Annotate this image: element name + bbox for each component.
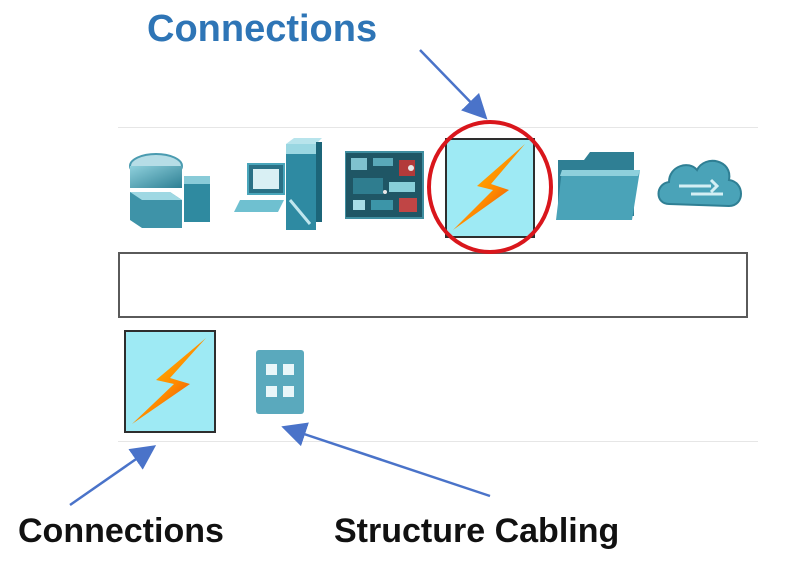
components-icon[interactable] <box>344 148 437 232</box>
multiuser-connection-icon[interactable] <box>655 150 747 234</box>
connections-subcategory-icon[interactable] <box>124 330 216 433</box>
toolbar-top-divider <box>118 127 758 128</box>
toolbar-bottom-divider <box>118 441 758 442</box>
device-search-input[interactable] <box>118 252 748 318</box>
structured-cabling-icon[interactable] <box>256 350 304 414</box>
arrow-to-structure-cabling <box>281 422 491 498</box>
arrow-to-connections-subcategory <box>69 445 157 507</box>
structure-cabling-annotation: Structure Cabling <box>334 512 620 550</box>
connections-annotation-bottom: Connections <box>18 512 224 550</box>
arrow-to-connections-category <box>419 49 488 120</box>
miscellaneous-icon[interactable] <box>556 150 648 234</box>
connections-annotation-top: Connections <box>147 8 378 50</box>
network-devices-icon[interactable] <box>122 142 214 228</box>
connections-category-icon[interactable] <box>445 138 535 238</box>
end-devices-icon[interactable] <box>234 138 326 230</box>
